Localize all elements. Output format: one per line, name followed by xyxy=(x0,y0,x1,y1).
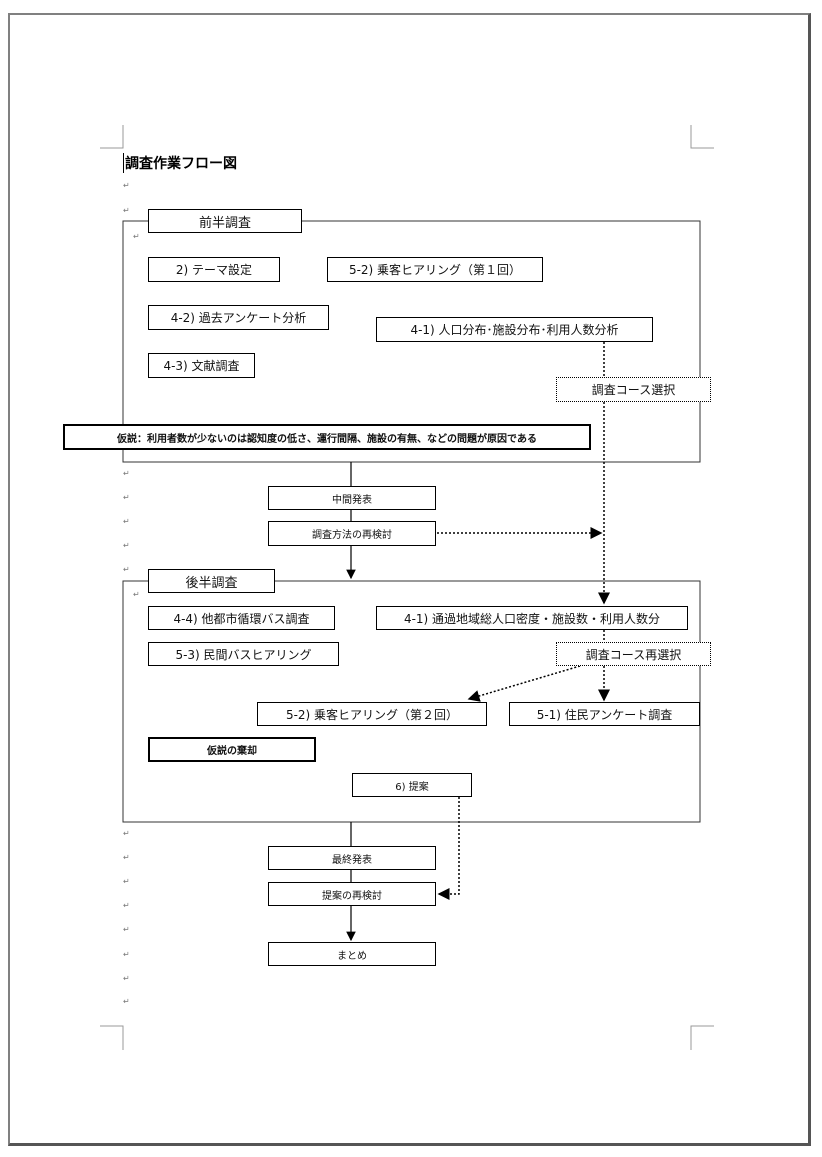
paragraph-mark: ↵ xyxy=(123,565,130,574)
step-passenger-hearing-2: 5-2) 乗客ヒアリング（第２回） xyxy=(257,702,487,726)
paragraph-mark: ↵ xyxy=(123,206,130,215)
step-theme: 2) テーマ設定 xyxy=(148,257,280,282)
first-half-label: 前半調査 xyxy=(148,209,302,233)
paragraph-mark: ↵ xyxy=(123,493,130,502)
paragraph-mark: ↵ xyxy=(123,469,130,478)
step-literature: 4-3) 文献調査 xyxy=(148,353,255,378)
paragraph-mark: ↵ xyxy=(123,541,130,550)
step-passenger-hearing-1: 5-2) 乗客ヒアリング（第１回） xyxy=(327,257,543,282)
paragraph-mark: ↵ xyxy=(123,853,130,862)
paragraph-mark: ↵ xyxy=(123,997,130,1006)
second-half-frame xyxy=(122,580,701,823)
step-midterm: 中間発表 xyxy=(268,486,436,510)
paragraph-mark: ↵ xyxy=(123,974,130,983)
paragraph-mark: ↵ xyxy=(123,901,130,910)
paragraph-mark: ↵ xyxy=(123,517,130,526)
step-course-select: 調査コース選択 xyxy=(556,377,711,402)
document-title: 調査作業フロー図 xyxy=(123,153,237,173)
step-course-reselect: 調査コース再選択 xyxy=(556,642,711,666)
second-half-label: 後半調査 xyxy=(148,569,275,593)
hypothesis-box: 仮説：利用者数が少ないのは認知度の低さ、運行間隔、施設の有無、などの問題が原因で… xyxy=(63,424,591,450)
step-hypothesis-rejected: 仮説の棄却 xyxy=(148,737,316,762)
paragraph-mark: ↵ xyxy=(133,590,140,599)
step-route-density: 4-1) 通過地域総人口密度・施設数・利用人数分 xyxy=(376,606,688,630)
step-resident-survey: 5-1) 住民アンケート調査 xyxy=(509,702,700,726)
step-method-review: 調査方法の再検討 xyxy=(268,521,436,546)
paragraph-mark: ↵ xyxy=(123,829,130,838)
paragraph-mark: ↵ xyxy=(123,877,130,886)
step-past-survey: 4-2) 過去アンケート分析 xyxy=(148,305,329,330)
paragraph-mark: ↵ xyxy=(123,181,130,190)
paragraph-mark: ↵ xyxy=(133,232,140,241)
step-proposal-review: 提案の再検討 xyxy=(268,882,436,906)
step-proposal: 6) 提案 xyxy=(352,773,472,797)
step-private-bus: 5-3) 民間バスヒアリング xyxy=(148,642,339,666)
step-other-cities: 4-4) 他都市循環バス調査 xyxy=(148,606,335,630)
first-half-frame xyxy=(122,220,701,463)
step-population-analysis: 4-1) 人口分布･施設分布･利用人数分析 xyxy=(376,317,653,342)
step-summary: まとめ xyxy=(268,942,436,966)
paragraph-mark: ↵ xyxy=(123,950,130,959)
step-final: 最終発表 xyxy=(268,846,436,870)
margin-corner-marks xyxy=(100,125,714,1050)
paragraph-mark: ↵ xyxy=(123,925,130,934)
